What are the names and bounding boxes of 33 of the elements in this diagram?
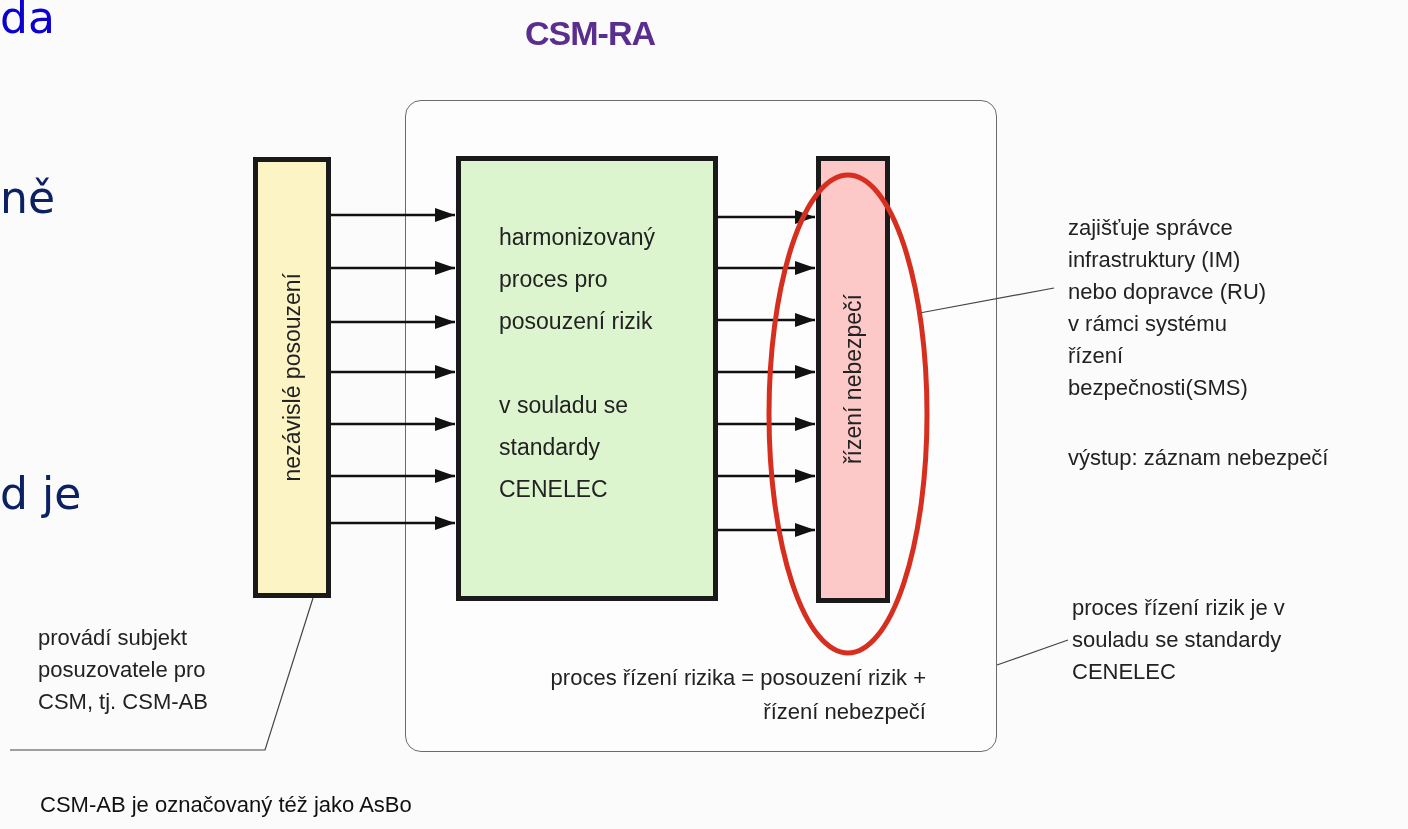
arrow [717,469,815,483]
arrow [331,516,455,530]
slide-text-fragment: da [0,0,55,43]
leader-line [996,639,1069,666]
note-text: proces řízení rizik je v souladu se standardy CENELEC [1072,594,1286,686]
arrow [717,365,815,379]
process-frame [405,100,997,752]
arrow [717,210,815,224]
arrow [717,417,815,431]
process-text: harmonizovaný proces pro posouzení rizik [499,223,656,336]
arrow [331,417,455,431]
diagram-title: CSM-RA [524,14,656,53]
process-bar: nezávislé posouzení [253,157,331,598]
process-bar: řízení nebezpečí [816,156,890,603]
slide-text-fragment: d je [0,468,82,519]
arrow [331,469,455,483]
leader-line [9,597,314,751]
slide-text-fragment: ně [0,172,55,223]
process-box [456,156,718,601]
arrow [717,313,815,327]
footnote-text: CSM-AB je označovaný též jako AsBo [40,792,412,818]
arrow [331,208,455,222]
arrow [331,261,455,275]
arrow [331,315,455,329]
note-text: provádí subjekt posuzovatele pro CSM, tj. CSM-AB [38,624,209,716]
arrow [717,261,815,275]
formula-text: proces řízení rizika = posouzení rizik + řízení nebezpečí [549,664,926,726]
note-text: zajišťuje správce infrastruktury (IM) nebo dopravce (RU) v rámci systému řízení bezpečnosti(SMS) [1068,214,1268,402]
process-text: v souladu se standardy CENELEC [499,391,630,504]
arrow [717,523,815,537]
leader-line [919,287,1055,314]
note-text: výstup: záznam nebezpečí [1068,444,1329,472]
arrow [331,365,455,379]
